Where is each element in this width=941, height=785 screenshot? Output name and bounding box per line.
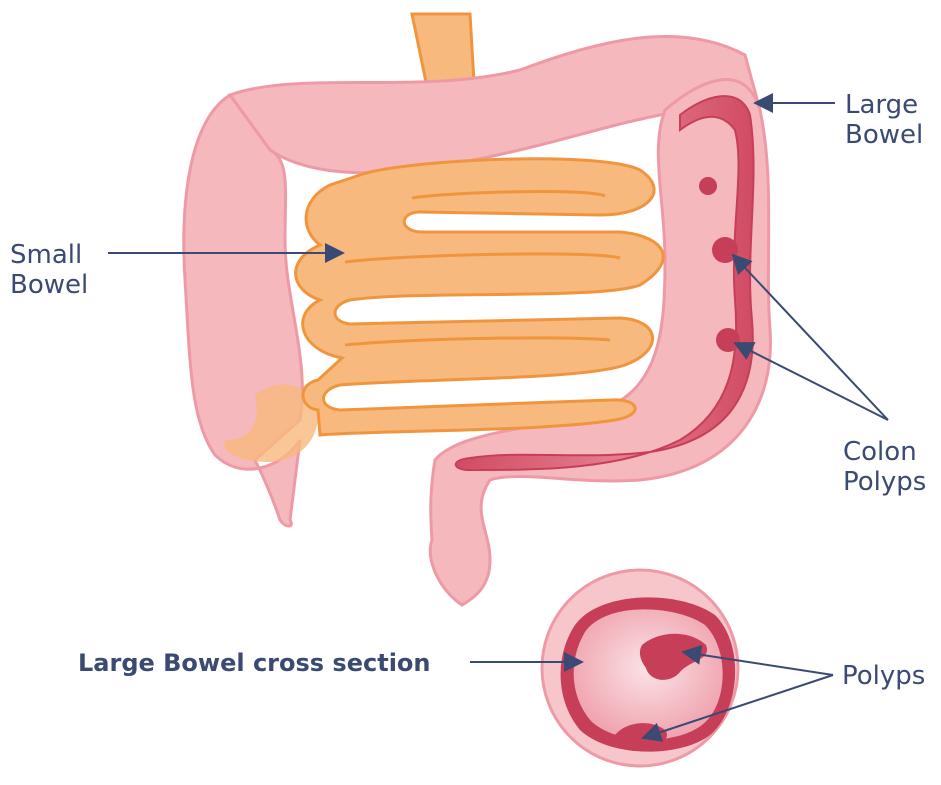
cross-section-shape xyxy=(542,570,738,766)
small-bowel-shape xyxy=(296,159,664,435)
label-polyps: Polyps xyxy=(842,661,925,691)
colon-polyp-1 xyxy=(699,177,717,195)
colon-polyp-3 xyxy=(716,328,740,352)
label-cross-section: Large Bowel cross section xyxy=(78,648,431,678)
label-colon-polyps: Colon Polyps xyxy=(843,437,926,497)
colon-polyp-2 xyxy=(712,237,738,263)
label-small-bowel: Small Bowel xyxy=(10,240,88,300)
label-large-bowel: Large Bowel xyxy=(845,90,923,150)
